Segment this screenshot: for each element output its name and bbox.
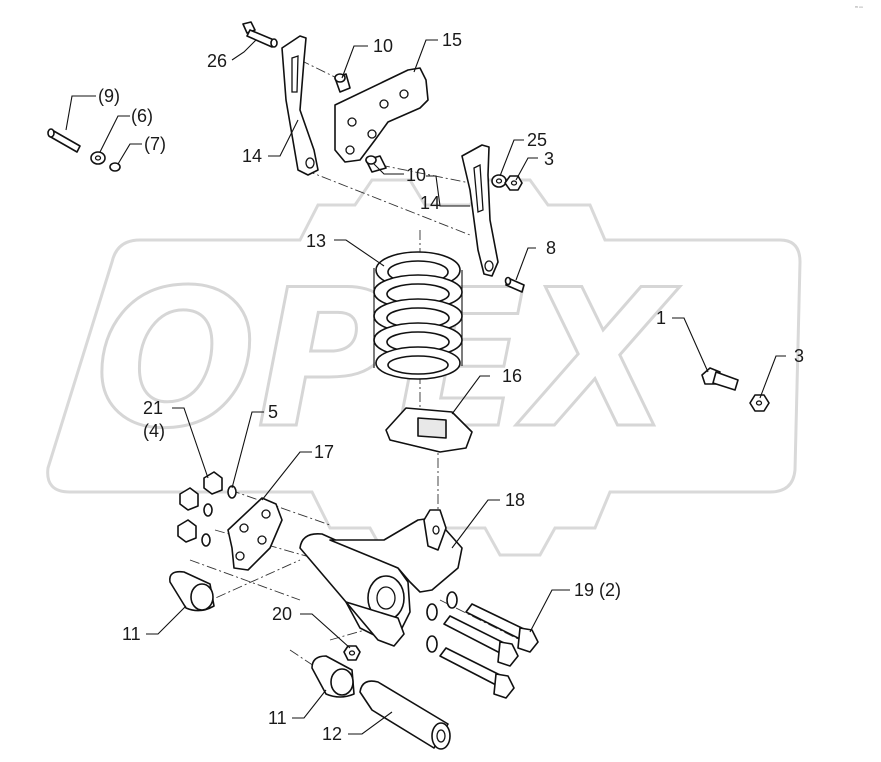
nut-3-right <box>749 394 770 412</box>
bolt-26 <box>242 21 278 48</box>
callout-20: 20 <box>272 604 292 624</box>
callout-21: 21 <box>143 398 163 418</box>
bolt-19-upper <box>465 603 539 653</box>
callout-16: 16 <box>502 366 522 386</box>
washer-25 <box>491 174 507 188</box>
nut-3-top <box>504 175 523 191</box>
callout-18: 18 <box>505 490 525 510</box>
callout-26: 26 <box>207 51 227 71</box>
callout-11-lower: 11 <box>268 708 287 728</box>
callout-5: 5 <box>268 402 278 422</box>
corner-mark: ᵐ ⁿⁿ <box>855 5 863 11</box>
link-plate-14-left <box>281 35 319 176</box>
callout-14-left: 14 <box>242 146 262 166</box>
callout-3-right: 3 <box>794 346 804 366</box>
callout-17: 17 <box>314 442 334 462</box>
callout-9: (9) <box>98 86 120 106</box>
coil-spring-13 <box>373 251 463 380</box>
callout-4: (4) <box>143 421 165 441</box>
nut-21-stack <box>177 471 223 543</box>
clip-7 <box>109 162 121 172</box>
callout-6: (6) <box>131 106 153 126</box>
washer-5-stack <box>201 485 237 547</box>
callout-14-right: 14 <box>420 193 440 213</box>
bushing-11-upper <box>168 570 215 612</box>
callout-7: (7) <box>144 134 166 154</box>
callout-19: 19 (2) <box>574 580 621 600</box>
bolt-19-lower <box>439 647 515 699</box>
bracket-plate-15 <box>334 67 429 163</box>
main-housing-18 <box>299 509 463 647</box>
pin-9 <box>47 128 81 153</box>
bolt-19-middle <box>443 615 519 667</box>
callout-11-upper: 11 <box>122 624 141 644</box>
callout-8: 8 <box>546 238 556 258</box>
callout-25: 25 <box>527 130 547 150</box>
bushing-11-lower <box>311 655 355 698</box>
link-plate-14-right <box>461 144 499 277</box>
shaft-12 <box>359 680 451 750</box>
spring-seat-16 <box>385 407 473 453</box>
callout-15: 15 <box>442 30 462 50</box>
washer-6 <box>90 151 106 165</box>
callout-10-lower: 10 <box>406 165 426 185</box>
callout-1: 1 <box>656 308 666 328</box>
pin-8 <box>504 276 525 293</box>
callout-13: 13 <box>306 231 326 251</box>
callout-3-top: 3 <box>544 149 554 169</box>
callout-12: 12 <box>322 724 342 744</box>
callout-10-top: 10 <box>373 36 393 56</box>
nut-20 <box>343 645 361 661</box>
leader-lines <box>65 39 786 735</box>
bolt-1 <box>701 367 739 391</box>
callout-labels: 26 10 15 (9) (6) (7) 14 10 25 3 14 13 8 … <box>98 30 804 744</box>
bushing-10-lower <box>365 155 387 173</box>
watermark-gear-outline <box>46 178 802 557</box>
washer-19-set <box>426 591 458 653</box>
flange-plate-17 <box>227 497 283 571</box>
